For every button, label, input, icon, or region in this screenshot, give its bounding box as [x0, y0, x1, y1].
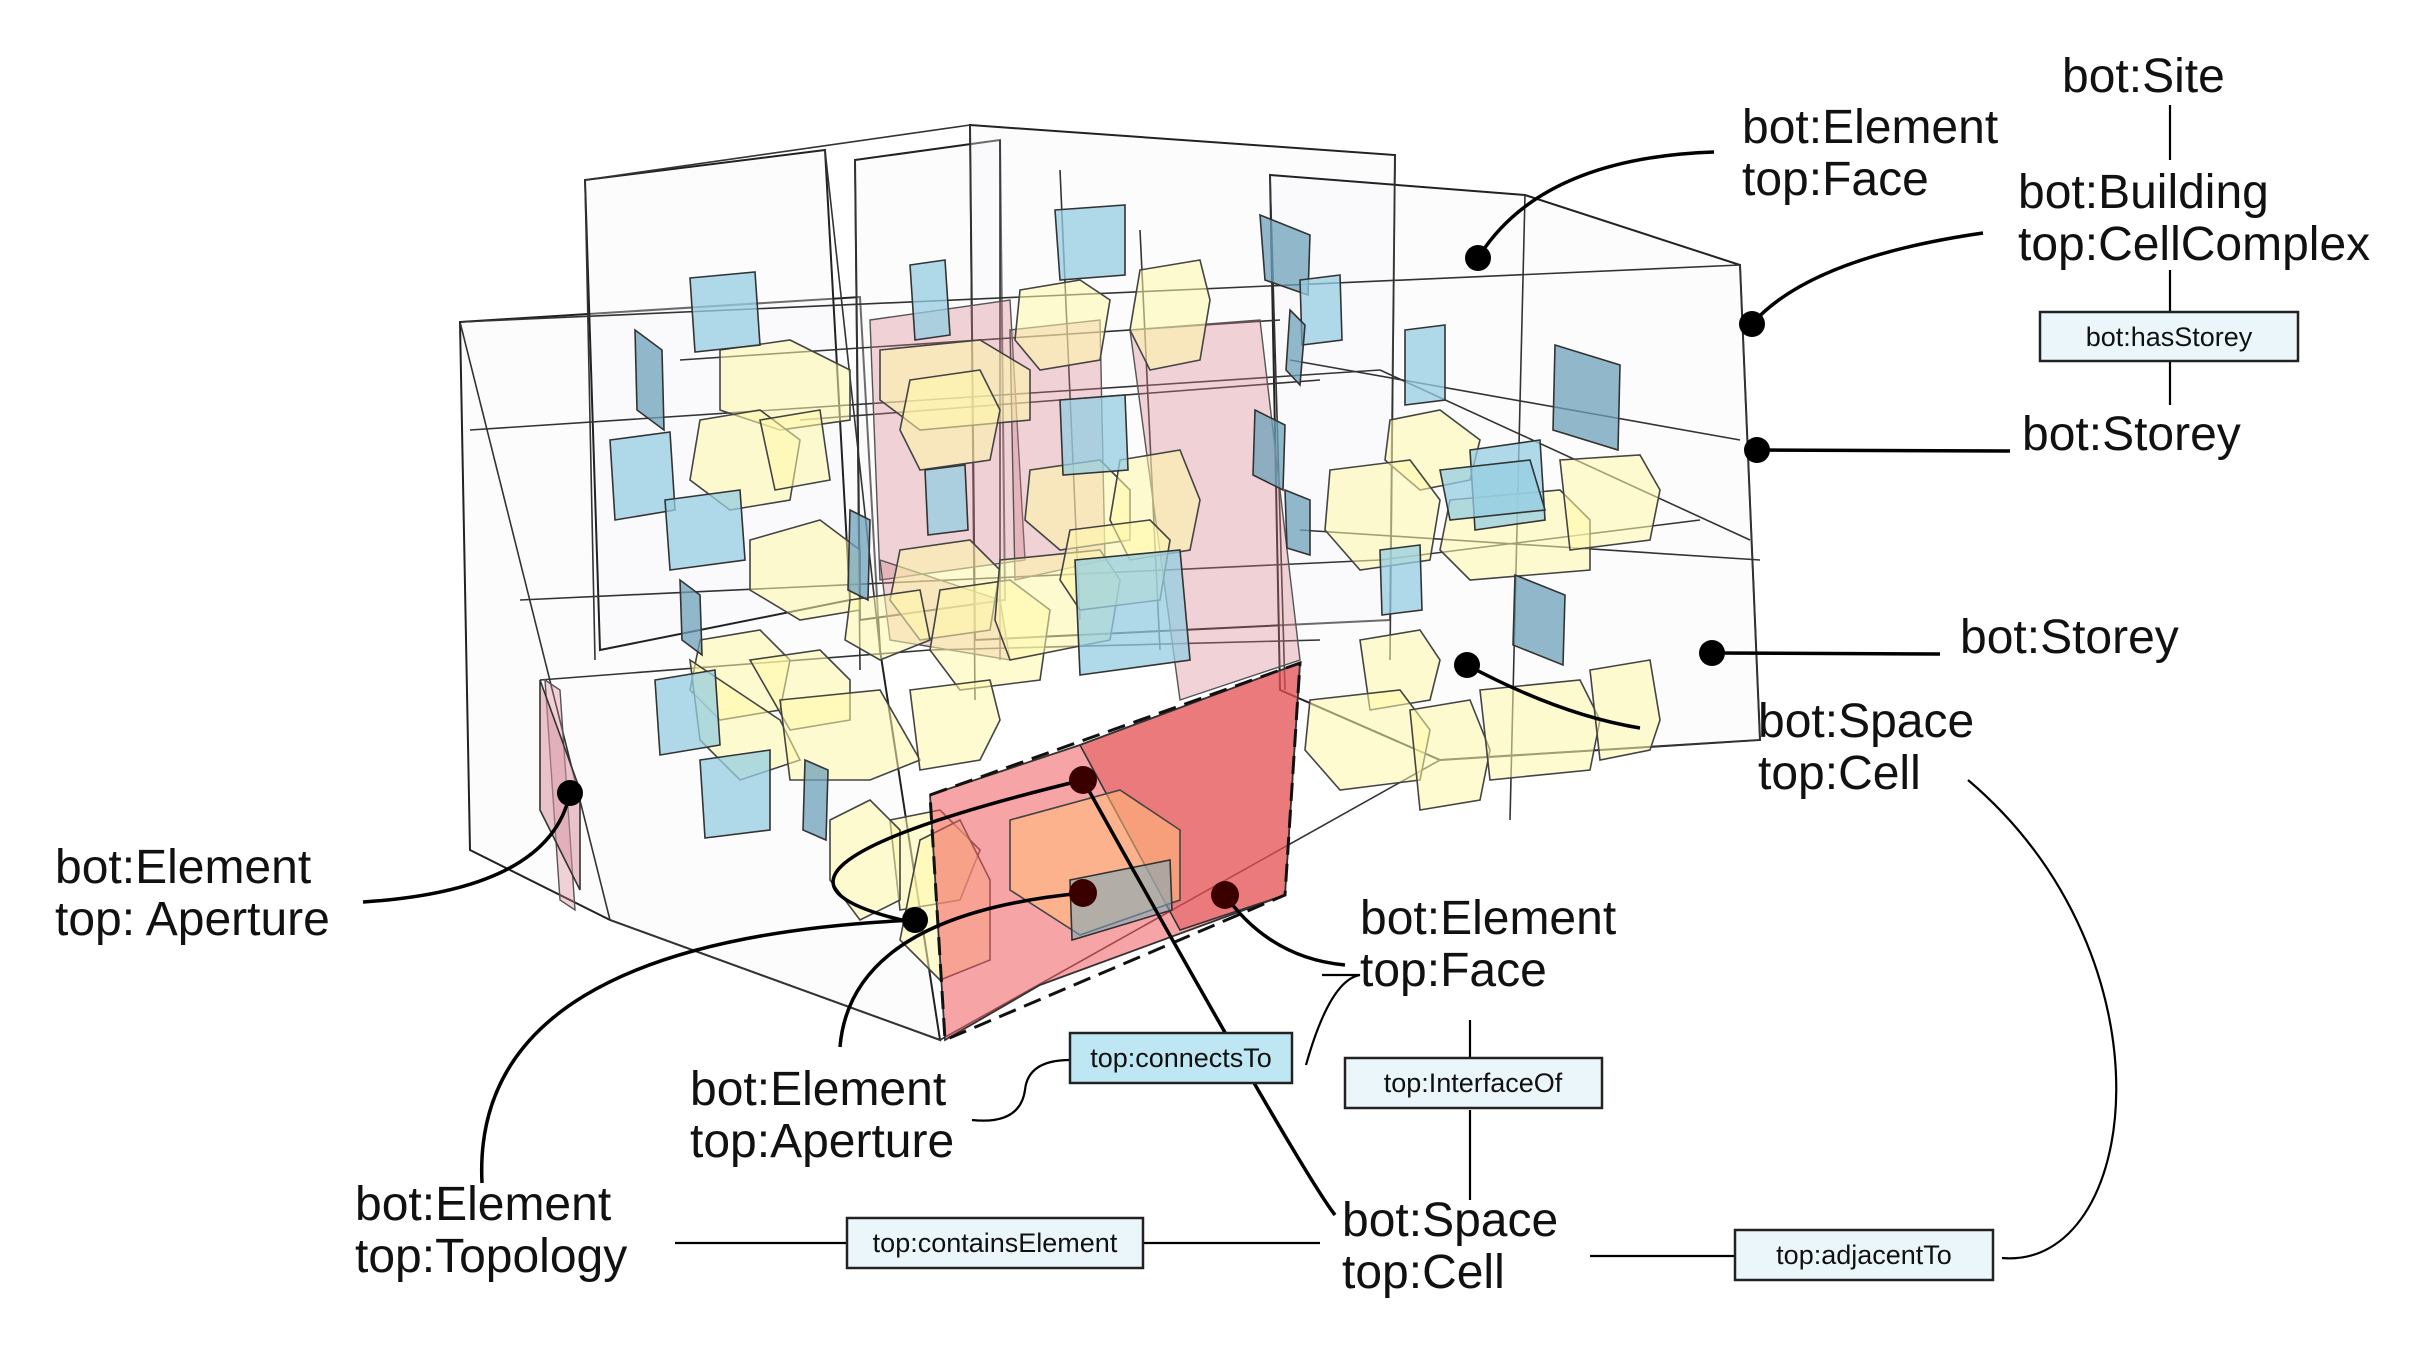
label-element-aperture-left-2: top: Aperture — [55, 893, 330, 946]
leader-lines — [362, 105, 2172, 1260]
label-element-face-mid-2: top:Face — [1360, 944, 1547, 997]
dot-cell-center — [1069, 766, 1097, 794]
adjacent-to-label: top:adjacentTo — [1776, 1240, 1952, 1270]
label-element-aperture-mid-2: top:Aperture — [690, 1115, 954, 1168]
label-storey-upper: bot:Storey — [2022, 408, 2241, 461]
label-space-bottom-1: bot:Space — [1342, 1194, 1558, 1247]
dot-topology — [902, 907, 928, 933]
diagram-labels: bot:Site bot:Building top:CellComplex bo… — [55, 50, 2370, 1299]
dot-aperture-left — [557, 780, 583, 806]
label-element-face-mid-1: bot:Element — [1360, 892, 1616, 945]
relation-has-storey: bot:hasStorey — [2038, 310, 2300, 363]
relation-adjacent-to: top:adjacentTo — [1733, 1228, 1995, 1282]
label-space-bottom-2: top:Cell — [1342, 1246, 1505, 1299]
apertures — [609, 204, 1621, 842]
relation-interface-of: top:InterfaceOf — [1343, 1056, 1604, 1110]
label-element-face-top-1: bot:Element — [1742, 101, 1998, 154]
label-building-2: top:CellComplex — [2018, 218, 2370, 271]
relation-connects-to: top:connectsTo — [1068, 1031, 1294, 1085]
label-element-topology-2: top:Topology — [355, 1230, 627, 1283]
dot-face-top — [1465, 245, 1491, 271]
has-storey-label: bot:hasStorey — [2086, 322, 2253, 352]
label-element-aperture-mid-1: bot:Element — [690, 1063, 946, 1116]
building-model — [458, 123, 1762, 1043]
dot-face-mid — [1211, 881, 1239, 909]
dot-building — [1739, 311, 1765, 337]
dot-storey-upper — [1744, 437, 1770, 463]
label-element-aperture-left-1: bot:Element — [55, 841, 311, 894]
dot-aperture-mid — [1069, 879, 1097, 907]
anchor-dots — [557, 245, 1770, 933]
label-space-right-2: top:Cell — [1758, 747, 1921, 800]
highlighted-cell — [928, 660, 1302, 1043]
dot-space-right — [1454, 652, 1480, 678]
interface-of-label: top:InterfaceOf — [1384, 1068, 1563, 1098]
label-building-1: bot:Building — [2018, 166, 2269, 219]
label-site: bot:Site — [2062, 50, 2225, 103]
connects-to-label: top:connectsTo — [1090, 1043, 1272, 1073]
label-element-topology-1: bot:Element — [355, 1178, 611, 1231]
label-element-face-top-2: top:Face — [1742, 153, 1929, 206]
relation-contains-element: top:containsElement — [845, 1216, 1145, 1270]
label-space-right-1: bot:Space — [1758, 695, 1974, 748]
dot-storey-lower — [1699, 640, 1725, 666]
label-storey-lower: bot:Storey — [1960, 611, 2179, 664]
contains-element-label: top:containsElement — [873, 1228, 1118, 1258]
